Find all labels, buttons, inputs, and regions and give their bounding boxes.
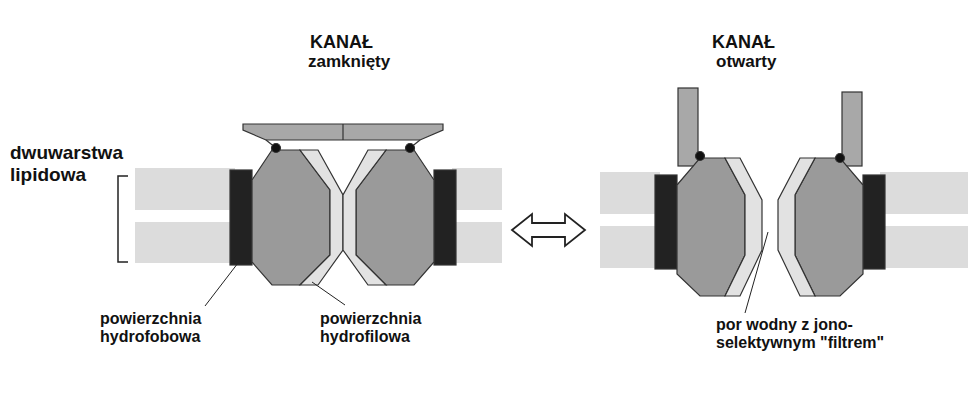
open-channel: [655, 88, 885, 296]
membrane-label: dwuwarstwa lipidowa: [10, 142, 122, 186]
surface-label: powierzchnia hydrofobowa: [100, 310, 225, 347]
leader-lines: [205, 232, 768, 313]
panel-subtitle: zamknięty: [308, 52, 408, 72]
panel-title: KANAŁ: [310, 32, 390, 53]
panel-subtitle: otwarty: [716, 52, 806, 72]
pore-label: por wodny z jono-selektywnym "filtrem": [716, 316, 906, 353]
surface-label: powierzchnia hydrofilowa: [320, 310, 445, 347]
bracket: [118, 176, 128, 262]
panel-title: KANAŁ: [712, 32, 792, 53]
double-arrow: [512, 214, 585, 246]
closed-channel: [230, 124, 456, 285]
